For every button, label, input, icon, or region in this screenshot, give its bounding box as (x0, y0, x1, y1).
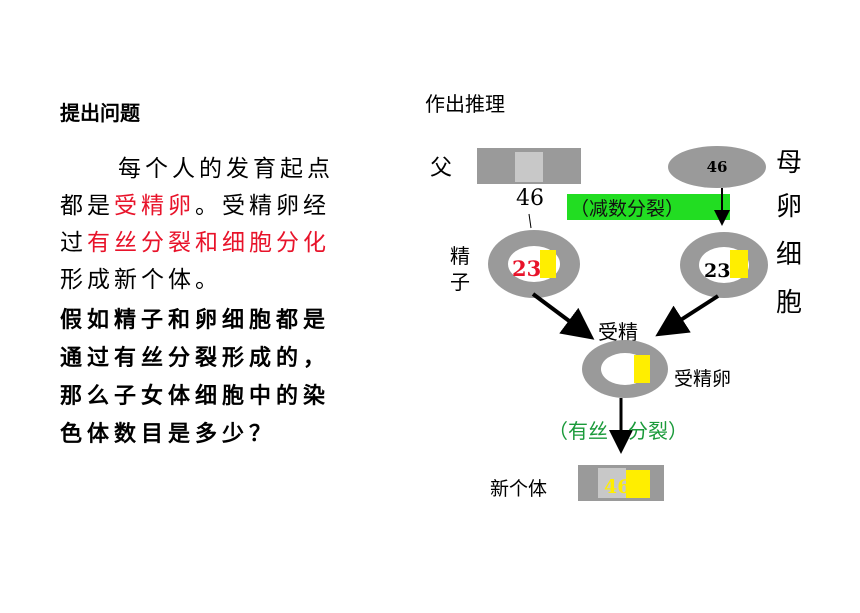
highlight-process: 有丝分裂和细胞分化 (87, 230, 330, 256)
meiosis-label: （减数分裂） (570, 198, 685, 220)
para-line-3: 过有丝分裂和细胞分化 (60, 225, 330, 262)
egg-number: 23 (704, 260, 731, 282)
new-individual-number: 46 (604, 476, 631, 498)
highlight-zygote: 受精卵 (114, 193, 195, 219)
question-line-2: 通过有丝分裂形成的， (60, 346, 331, 371)
egg-chromosome (730, 250, 748, 278)
mother-char-3: 细 (776, 240, 803, 270)
mother-char-2: 卵 (776, 192, 803, 222)
question-line-4: 色体数目是多少？ (60, 422, 277, 447)
para-text: 都是 (60, 193, 114, 219)
sperm-char-1: 精 (450, 244, 470, 268)
question-line-1: 假如精子和卵细胞都是 (60, 308, 331, 333)
mother-char-4: 胞 (776, 288, 803, 318)
new-individual-chromosome (626, 470, 650, 498)
sperm-chromosome (540, 250, 556, 278)
sperm-to-zygote-arrow (531, 292, 595, 340)
para-line-4: 形成新个体。 (60, 267, 222, 293)
mother-cell: 46 (668, 146, 766, 188)
mitosis-label-a: （有丝 (548, 419, 608, 443)
sperm-number: 23 (512, 256, 542, 281)
father-label: 父 (430, 156, 453, 181)
sperm-char-2: 子 (450, 270, 470, 294)
father-to-sperm-line (528, 213, 532, 229)
para-text: 。受精卵经 (195, 193, 330, 219)
new-individual-label: 新个体 (490, 478, 548, 500)
new-individual-highlight (598, 468, 626, 498)
mother-number: 46 (706, 158, 728, 176)
para-line-2: 都是受精卵。受精卵经 (60, 188, 330, 225)
father-number: 46 (516, 186, 544, 211)
question-line-3: 那么子女体细胞中的染 (60, 384, 331, 409)
mother-char-1: 母 (776, 148, 803, 178)
zygote-chromosome (634, 355, 650, 383)
father-cell-highlight (515, 152, 543, 182)
mitosis-label-b: 分裂） (628, 419, 688, 443)
zygote-label: 受精卵 (674, 368, 732, 390)
egg-to-zygote-arrow (655, 294, 720, 337)
right-heading: 作出推理 (425, 92, 505, 116)
para-text: 过 (60, 230, 87, 256)
left-heading: 提出问题 (60, 101, 140, 125)
para-line-1: 每个人的发育起点 (118, 156, 334, 182)
meiosis-bar (567, 194, 730, 220)
